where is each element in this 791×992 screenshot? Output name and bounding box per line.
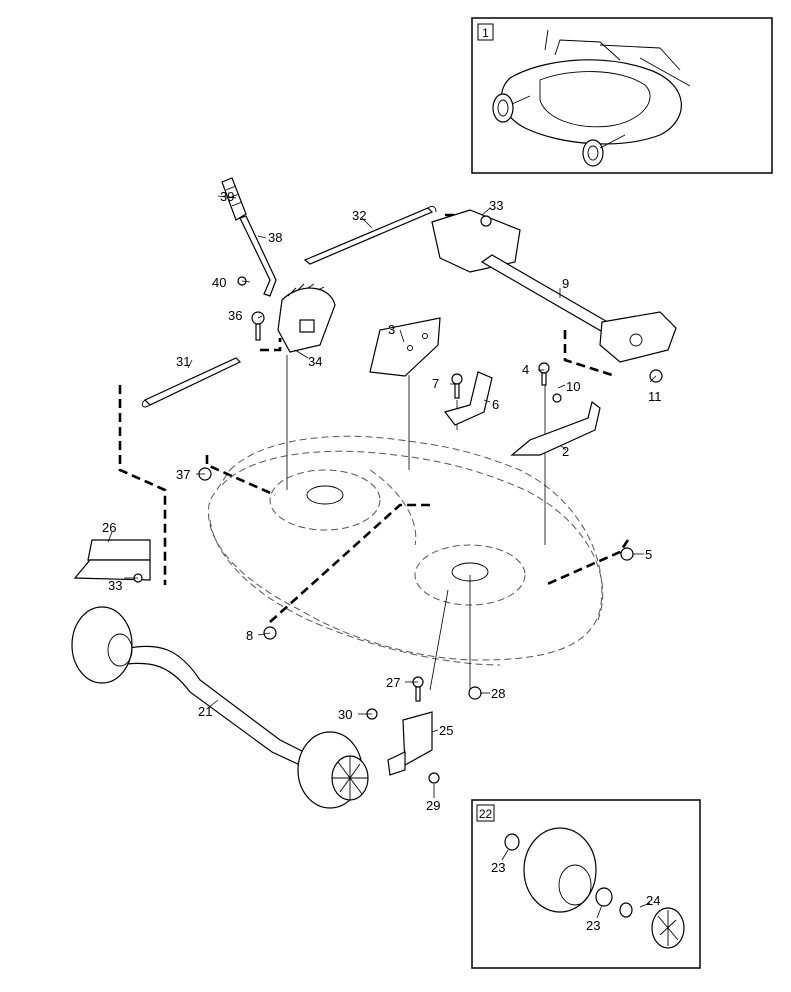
inset-wheel-tag: 22 xyxy=(479,807,493,821)
bracket-2 xyxy=(510,400,601,456)
roller-right xyxy=(297,731,369,809)
callout-6: 6 xyxy=(492,397,499,412)
callout-25: 25 xyxy=(439,723,453,738)
callout-33-top: 33 xyxy=(489,198,503,213)
inset-wheel: 22 23 23 24 xyxy=(471,799,701,969)
axle-21 xyxy=(119,645,321,773)
lift-lever-38 xyxy=(239,215,277,297)
callouts: 39 38 40 36 34 32 33 9 3 7 4 10 11 6 2 3… xyxy=(102,189,662,813)
callout-38: 38 xyxy=(268,230,282,245)
callout-33-left: 33 xyxy=(108,578,122,593)
callout-27: 27 xyxy=(386,675,400,690)
callout-11: 11 xyxy=(648,389,662,404)
callout-31: 31 xyxy=(176,354,190,369)
rod-32 xyxy=(303,205,437,265)
callout-3: 3 xyxy=(388,322,395,337)
callout-8: 8 xyxy=(246,628,253,643)
callout-4: 4 xyxy=(522,362,529,377)
fasteners xyxy=(133,215,663,784)
bracket-26 xyxy=(73,539,151,581)
callout-37: 37 xyxy=(176,467,190,482)
callout-26: 26 xyxy=(102,520,116,535)
inset-overview: 1 xyxy=(471,17,773,174)
callout-39: 39 xyxy=(220,189,234,204)
callout-5: 5 xyxy=(645,547,652,562)
mower-deck-outline xyxy=(208,435,604,666)
lift-shaft-9 xyxy=(431,209,677,363)
roller-left xyxy=(71,606,133,684)
callout-24: 24 xyxy=(646,893,660,908)
callout-23-b: 23 xyxy=(586,918,600,933)
callout-40: 40 xyxy=(212,275,226,290)
callout-2: 2 xyxy=(562,444,569,459)
height-selector-34 xyxy=(277,283,336,353)
callout-10: 10 xyxy=(566,379,580,394)
callout-9: 9 xyxy=(562,276,569,291)
callout-23-a: 23 xyxy=(491,860,505,875)
inset-overview-tag: 1 xyxy=(482,26,489,40)
callout-21: 21 xyxy=(198,704,212,719)
callout-30: 30 xyxy=(338,707,352,722)
callout-leaders xyxy=(107,195,657,798)
bracket-6 xyxy=(443,371,493,426)
reference-lines xyxy=(118,213,630,691)
bracket-25 xyxy=(387,711,433,776)
callout-32: 32 xyxy=(352,208,366,223)
handle-grip-39 xyxy=(221,177,247,221)
bracket-3 xyxy=(369,317,441,377)
callout-29: 29 xyxy=(426,798,440,813)
callout-28: 28 xyxy=(491,686,505,701)
rod-31 xyxy=(141,357,242,408)
callout-7: 7 xyxy=(432,376,439,391)
callout-36: 36 xyxy=(228,308,242,323)
callout-34: 34 xyxy=(308,354,322,369)
